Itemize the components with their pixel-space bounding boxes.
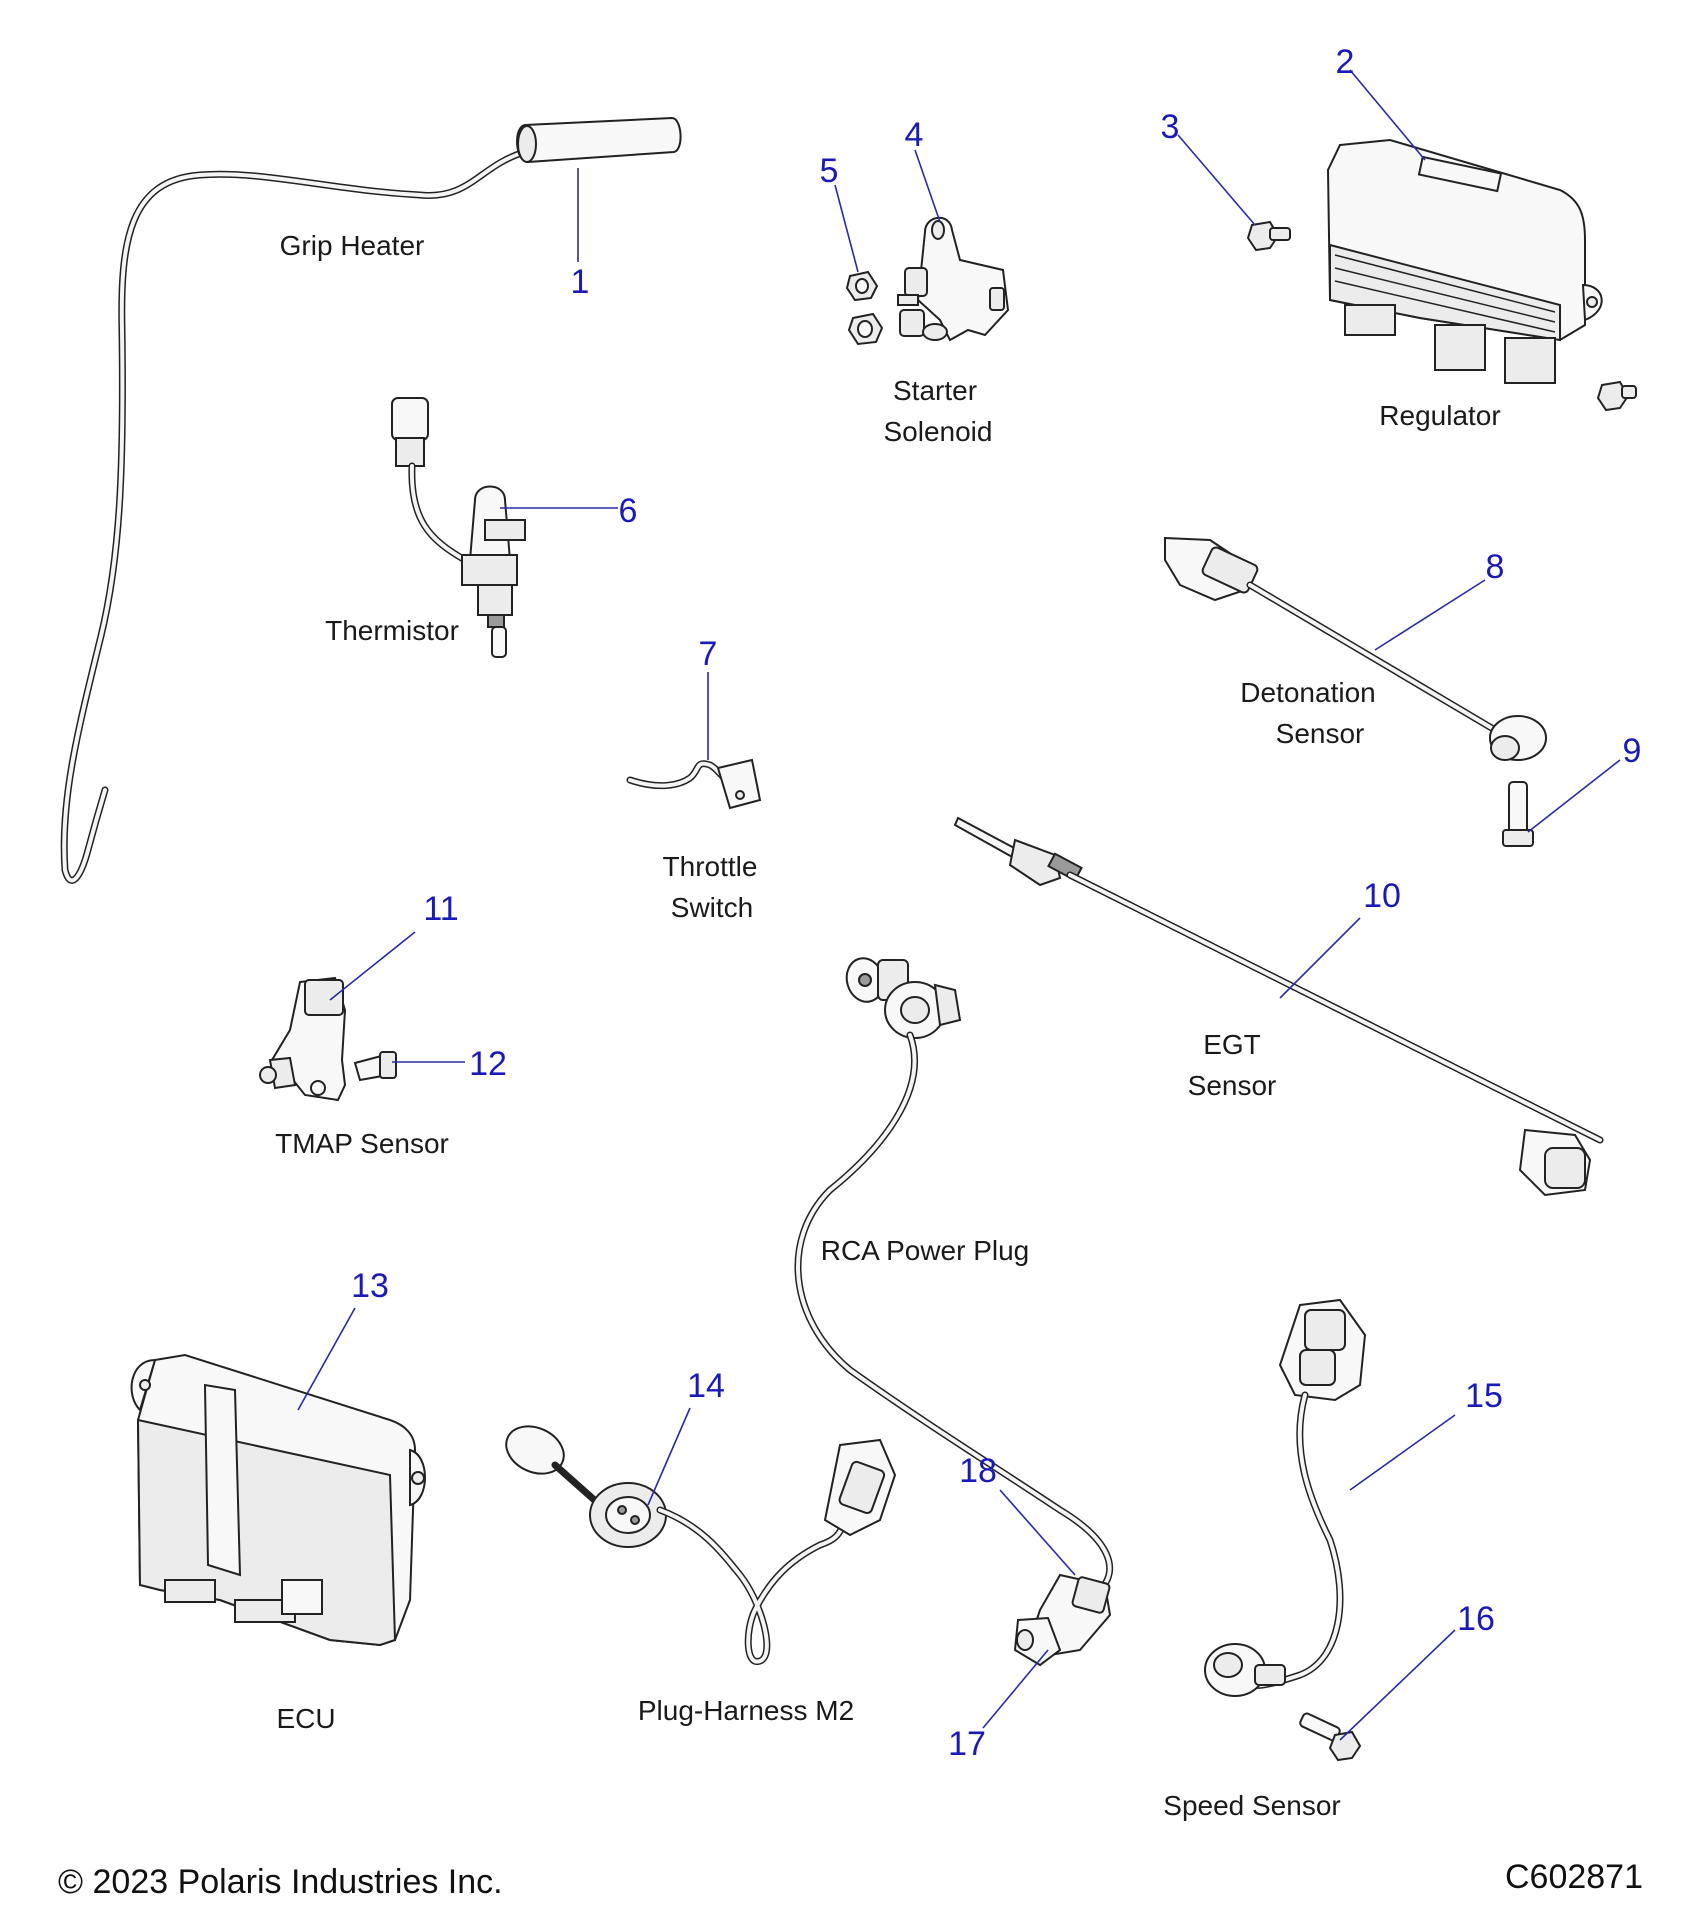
label-throttle-switch: Switch: [671, 892, 753, 923]
callout-11: 11: [423, 890, 458, 928]
nut-part: [845, 270, 884, 346]
callout-3: 3: [1161, 108, 1180, 146]
label-starter: Starter: [893, 375, 977, 406]
label-detonation-sensor: Sensor: [1276, 718, 1365, 749]
label-solenoid: Solenoid: [884, 416, 993, 447]
connector-part: [1013, 1573, 1112, 1667]
callout-15: 15: [1465, 1377, 1503, 1415]
label-egt-sensor: Sensor: [1188, 1070, 1277, 1101]
callout-12: 12: [469, 1045, 507, 1083]
label-egt: EGT: [1203, 1029, 1261, 1060]
callout-8: 8: [1486, 548, 1505, 586]
label-speed-sensor: Speed Sensor: [1163, 1790, 1340, 1821]
egt-sensor-part: [953, 816, 1604, 1197]
label-rca-power-plug: RCA Power Plug: [821, 1235, 1030, 1266]
callout-13: 13: [351, 1267, 389, 1305]
label-detonation: Detonation: [1240, 677, 1375, 708]
bolt-part: [353, 1051, 397, 1082]
ecu-part: [130, 1353, 426, 1647]
callout-10: 10: [1363, 877, 1401, 915]
label-regulator: Regulator: [1379, 400, 1500, 431]
part-labels: Grip Heater Starter Solenoid Regulator T…: [275, 230, 1501, 1821]
callout-1: 1: [571, 263, 590, 301]
bolt-part: [1299, 1712, 1362, 1762]
callout-16: 16: [1457, 1600, 1495, 1638]
label-plug-harness: Plug-Harness M2: [638, 1695, 854, 1726]
label-thermistor: Thermistor: [325, 615, 459, 646]
plug-harness-part: [505, 1425, 897, 1665]
rca-power-plug-part: [794, 957, 1113, 1594]
bolt-part: [1246, 220, 1637, 412]
callout-4: 4: [905, 116, 924, 154]
leader-lines: [297, 69, 1621, 1741]
callout-9: 9: [1623, 732, 1642, 770]
label-grip-heater: Grip Heater: [280, 230, 425, 261]
callout-14: 14: [687, 1367, 725, 1405]
label-tmap-sensor: TMAP Sensor: [275, 1128, 449, 1159]
thermistor-part: [391, 397, 526, 658]
callout-numbers: 1 2 3 4 5 6 7 8 9 10 11 12 13 14 15 16 1…: [351, 43, 1641, 1763]
starter-solenoid-part: [897, 216, 1010, 342]
detonation-sensor-part: [1164, 536, 1547, 761]
callout-6: 6: [619, 492, 638, 530]
copyright-text: © 2023 Polaris Industries Inc.: [58, 1863, 503, 1901]
callout-18: 18: [959, 1452, 997, 1490]
throttle-switch-part: [626, 758, 762, 810]
callout-7: 7: [699, 635, 718, 673]
tmap-sensor-part: [259, 976, 347, 1102]
callout-5: 5: [820, 152, 839, 190]
bolt-part: [1502, 781, 1534, 847]
callout-2: 2: [1336, 43, 1355, 81]
label-ecu: ECU: [276, 1703, 335, 1734]
diagram-code: C602871: [1505, 1858, 1643, 1896]
regulator-part: [1326, 138, 1603, 384]
speed-sensor-part: [1204, 1298, 1367, 1697]
label-throttle: Throttle: [663, 851, 758, 882]
grip-heater-part: [60, 116, 682, 884]
callout-17: 17: [948, 1725, 986, 1763]
